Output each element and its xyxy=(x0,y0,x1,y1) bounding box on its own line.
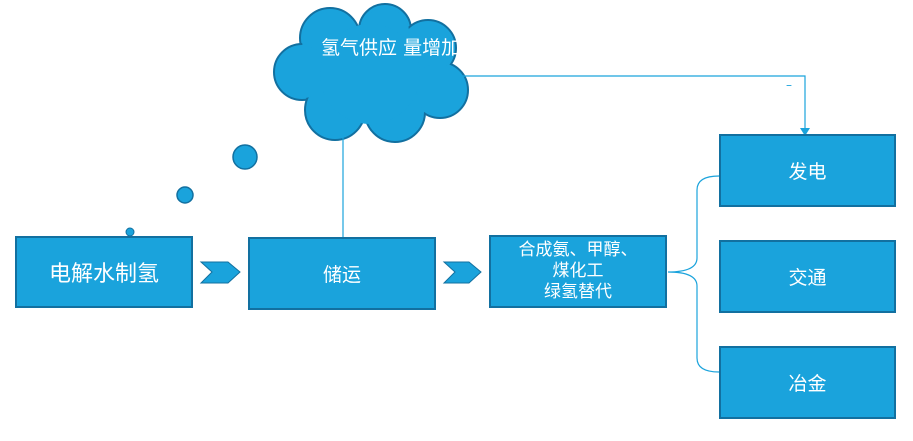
transport-box: 交通 xyxy=(719,240,896,313)
cloud-label: 氢气供应 量增加, 成本下降 xyxy=(321,35,548,62)
dash-annotation: – xyxy=(786,78,792,92)
power-box: 发电 xyxy=(719,134,896,207)
chemical-label-line-1: 合成氨、甲醇、 xyxy=(518,240,638,260)
storage-label: 储运 xyxy=(322,264,361,286)
transport-label: 交通 xyxy=(788,267,827,289)
cloud-line-3: 成本下降 xyxy=(472,37,549,59)
thought-bubble-medium xyxy=(176,186,194,204)
chemical-label-line-2: 煤化工 xyxy=(552,261,604,281)
chevron-arrow-1 xyxy=(199,261,241,284)
cloud-line-1: 氢气供应 xyxy=(321,37,398,59)
chemical-box: 合成氨、甲醇、 煤化工 绿氢替代 xyxy=(489,235,667,308)
electrolysis-label: 电解水制氢 xyxy=(48,262,159,287)
metallurgy-box: 冶金 xyxy=(719,346,896,419)
brace-connector xyxy=(667,175,720,373)
thought-bubble-large xyxy=(232,144,258,170)
electrolysis-box: 电解水制氢 xyxy=(15,236,193,308)
chemical-label-line-3: 绿氢替代 xyxy=(544,282,612,302)
chevron-arrow-2 xyxy=(442,261,482,284)
cloud-line-2: 量增加, xyxy=(403,37,467,59)
cloud-fill xyxy=(277,8,464,138)
metallurgy-label: 冶金 xyxy=(788,373,827,395)
cloud-to-power-line xyxy=(462,75,806,130)
arrowhead-to-power xyxy=(800,128,810,136)
storage-box: 储运 xyxy=(248,237,436,310)
power-label: 发电 xyxy=(788,161,827,183)
thought-bubble-small xyxy=(125,227,135,237)
